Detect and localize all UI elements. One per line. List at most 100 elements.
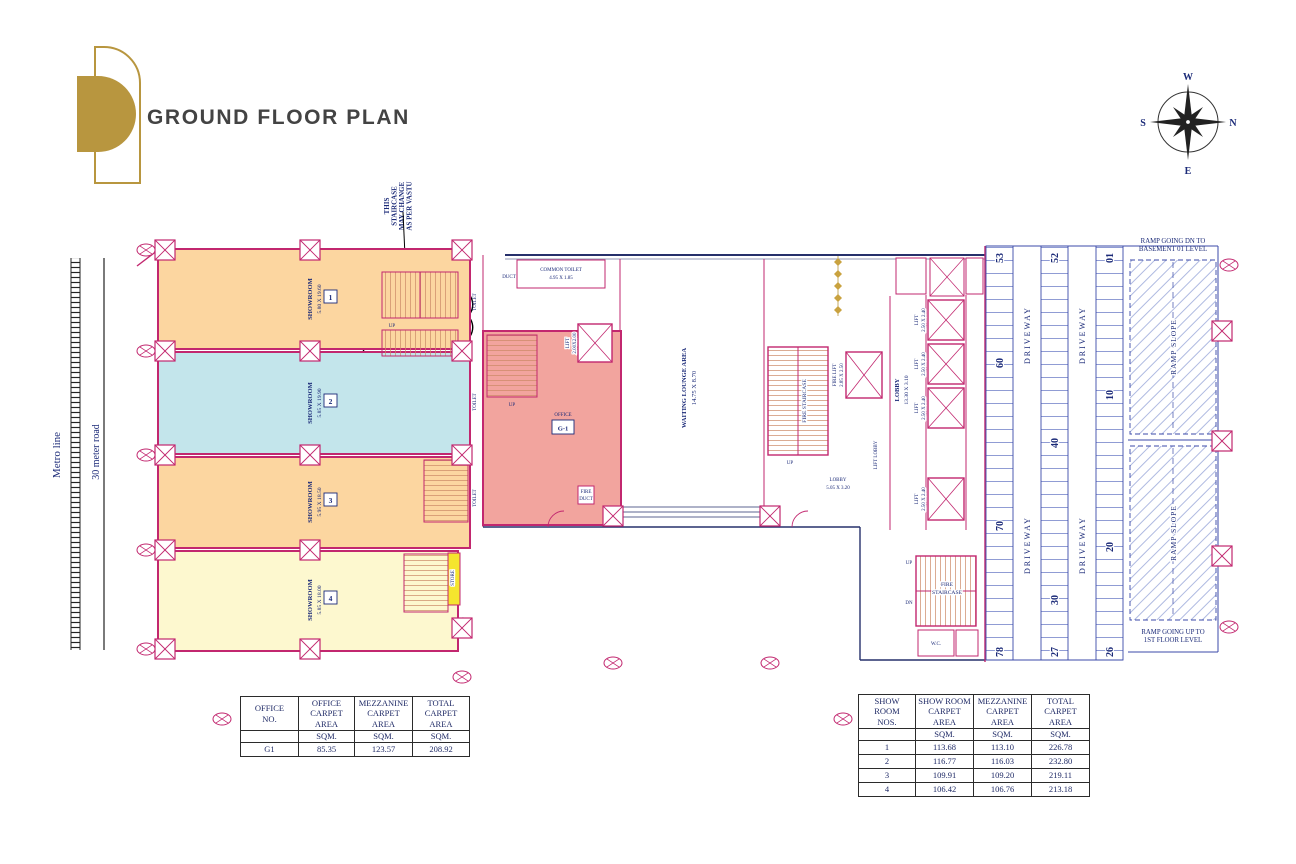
showroom-table-header-row: SHOW ROOM NOS. SHOW ROOM CARPET AREA MEZ… <box>858 694 1090 729</box>
road-line: 30 meter road <box>91 258 105 650</box>
metro-line-label: Metro line <box>51 432 63 478</box>
showroom-1-name: SHOWROOM <box>307 277 314 320</box>
annotation-line-2: STAIRCASE <box>391 186 399 226</box>
toilet-label: TOILET <box>473 393 478 410</box>
compass-east-label: E <box>1185 166 1192 177</box>
ramp-slope-label: RAMP SLOPE <box>1169 505 1178 561</box>
table-cell: 219.11 <box>1031 768 1090 783</box>
table-cell: 232.80 <box>1031 754 1090 769</box>
page-title: GROUND FLOOR PLAN <box>147 106 410 129</box>
compass-west-label: W <box>1183 72 1193 83</box>
small-lobby-name: LOBBY <box>830 478 847 483</box>
annotation-line-1: THIS <box>383 198 391 215</box>
ramp-down-label-2: BASEMENT 01 LEVEL <box>1139 246 1207 253</box>
showroom-2-number: 2 <box>329 397 333 406</box>
parking-number: 52 <box>1050 253 1061 263</box>
main-lift-name: LIFT <box>566 338 571 349</box>
metro-line-track: Metro line <box>51 258 81 650</box>
table-header-cell: OFFICE CARPET AREA <box>298 696 355 731</box>
compass-rose-icon: W N E S <box>1140 72 1237 177</box>
table-unit-cell: SQM. <box>412 730 470 743</box>
stair-dn-label: DN <box>905 601 913 606</box>
table-row: G1 85.35 123.57 208.92 <box>240 742 470 757</box>
fire-duct: FIRE DUCT <box>577 485 595 505</box>
table-cell: 213.18 <box>1031 782 1090 797</box>
common-toilet-dims: 4.95 X 1.85 <box>549 276 573 281</box>
lift-dims: 2.50 X 2.40 <box>922 308 927 332</box>
table-header-cell: OFFICE NO. <box>240 696 299 731</box>
table-unit-cell: SQM. <box>298 730 355 743</box>
table-row: 1 113.68 113.10 226.78 <box>858 740 1090 755</box>
parking-number: 70 <box>995 521 1006 531</box>
table-cell: 106.42 <box>915 782 974 797</box>
stair-up-label: UP <box>906 561 913 566</box>
compass-south-label: S <box>1140 118 1146 129</box>
passenger-lift-4: LIFT 2.50 X 2.40 <box>914 477 965 521</box>
rear-fire-staircase: FIRE STAIRCASE UP DN <box>904 555 977 627</box>
duct-label: DUCT <box>502 275 516 280</box>
table-unit-cell: SQM. <box>915 728 974 741</box>
main-lift-dims: 2.00X2.00 <box>573 332 578 354</box>
table-header-cell: TOTAL CARPET AREA <box>412 696 470 731</box>
table-cell: 226.78 <box>1031 740 1090 755</box>
table-cell: 116.03 <box>973 754 1032 769</box>
lift-name: LIFT <box>915 315 920 326</box>
parking-area: 53 60 70 78 52 40 30 27 01 10 20 26 DRIV… <box>985 245 1218 661</box>
lift-name: LIFT <box>915 494 920 505</box>
office-table-unit-row: SQM. SQM. SQM. <box>240 730 470 743</box>
ramp-up-label-1: RAMP GOING UP TO <box>1141 629 1204 636</box>
store-label: STORE <box>451 570 456 586</box>
waiting-lounge: WAITING LOUNGE AREA 14.75 X 8.70 <box>483 254 985 528</box>
ramp-down-label-1: RAMP GOING DN TO <box>1141 238 1206 245</box>
office-name-label: OFFICE <box>554 413 571 418</box>
waiting-lounge-name: WAITING LOUNGE AREA <box>681 348 688 428</box>
showroom-table-unit-row: SQM. SQM. SQM. <box>858 728 1090 741</box>
showroom-1-dims: 5.80 X 19.60 <box>317 284 323 313</box>
parking-number: 30 <box>1050 595 1061 605</box>
lobby-name: LOBBY <box>894 378 901 401</box>
store-room <box>447 552 461 606</box>
parking-number: 20 <box>1105 542 1116 552</box>
lift-dims: 2.50 X 2.40 <box>922 352 927 376</box>
table-unit-cell <box>858 728 916 741</box>
showroom-4-staircase <box>403 553 449 613</box>
road-label: 30 meter road <box>91 424 102 480</box>
showroom-4-dims: 5.85 X 18.00 <box>317 585 323 614</box>
lift-name: LIFT <box>915 403 920 414</box>
showroom-2-name: SHOWROOM <box>307 381 314 424</box>
table-row: 2 116.77 116.03 232.80 <box>858 754 1090 769</box>
table-unit-cell: SQM. <box>354 730 413 743</box>
driveway-label: DRIVEWAY <box>1023 306 1032 364</box>
wc-label: W.C. <box>931 642 941 647</box>
office-area-table: OFFICE NO. OFFICE CARPET AREA MEZZANINE … <box>240 696 470 757</box>
table-cell: 109.91 <box>915 768 974 783</box>
rear-fire-staircase-label-1: FIRE <box>941 582 954 588</box>
lift-name: LIFT <box>915 359 920 370</box>
table-cell: 4 <box>858 782 916 797</box>
showroom-3-name: SHOWROOM <box>307 480 314 523</box>
entrance-gold-feature <box>834 256 842 316</box>
wc-room: W.C. <box>917 629 979 657</box>
table-cell: 208.92 <box>412 742 470 757</box>
showroom-3-dims: 5.95 X 18.50 <box>317 487 323 516</box>
waiting-lounge-dims: 14.75 X 8.70 <box>691 370 698 405</box>
showroom-4-number: 4 <box>329 594 333 603</box>
table-cell: 106.76 <box>973 782 1032 797</box>
driveway-label: DRIVEWAY <box>1078 516 1087 574</box>
parking-number: 78 <box>995 647 1006 657</box>
table-row: 4 106.42 106.76 213.18 <box>858 782 1090 797</box>
parking-number: 53 <box>995 253 1006 263</box>
stair-up-label: UP <box>787 461 794 466</box>
parking-number: 01 <box>1105 253 1116 263</box>
table-header-cell: SHOW ROOM CARPET AREA <box>915 694 974 729</box>
lobby-dims: 13.30 X 3.10 <box>904 375 910 404</box>
showroom-2-dims: 5.85 X 19.90 <box>317 388 323 417</box>
central-fire-staircase: FIRE STAIRCASE UP <box>767 346 829 467</box>
brand-logo <box>77 46 141 184</box>
table-header-cell: MEZZANINE CARPET AREA <box>354 696 413 731</box>
parking-number: 27 <box>1050 647 1061 657</box>
table-unit-cell: SQM. <box>973 728 1032 741</box>
office-number-label: G-1 <box>558 426 569 433</box>
parking-number: 26 <box>1105 647 1116 657</box>
